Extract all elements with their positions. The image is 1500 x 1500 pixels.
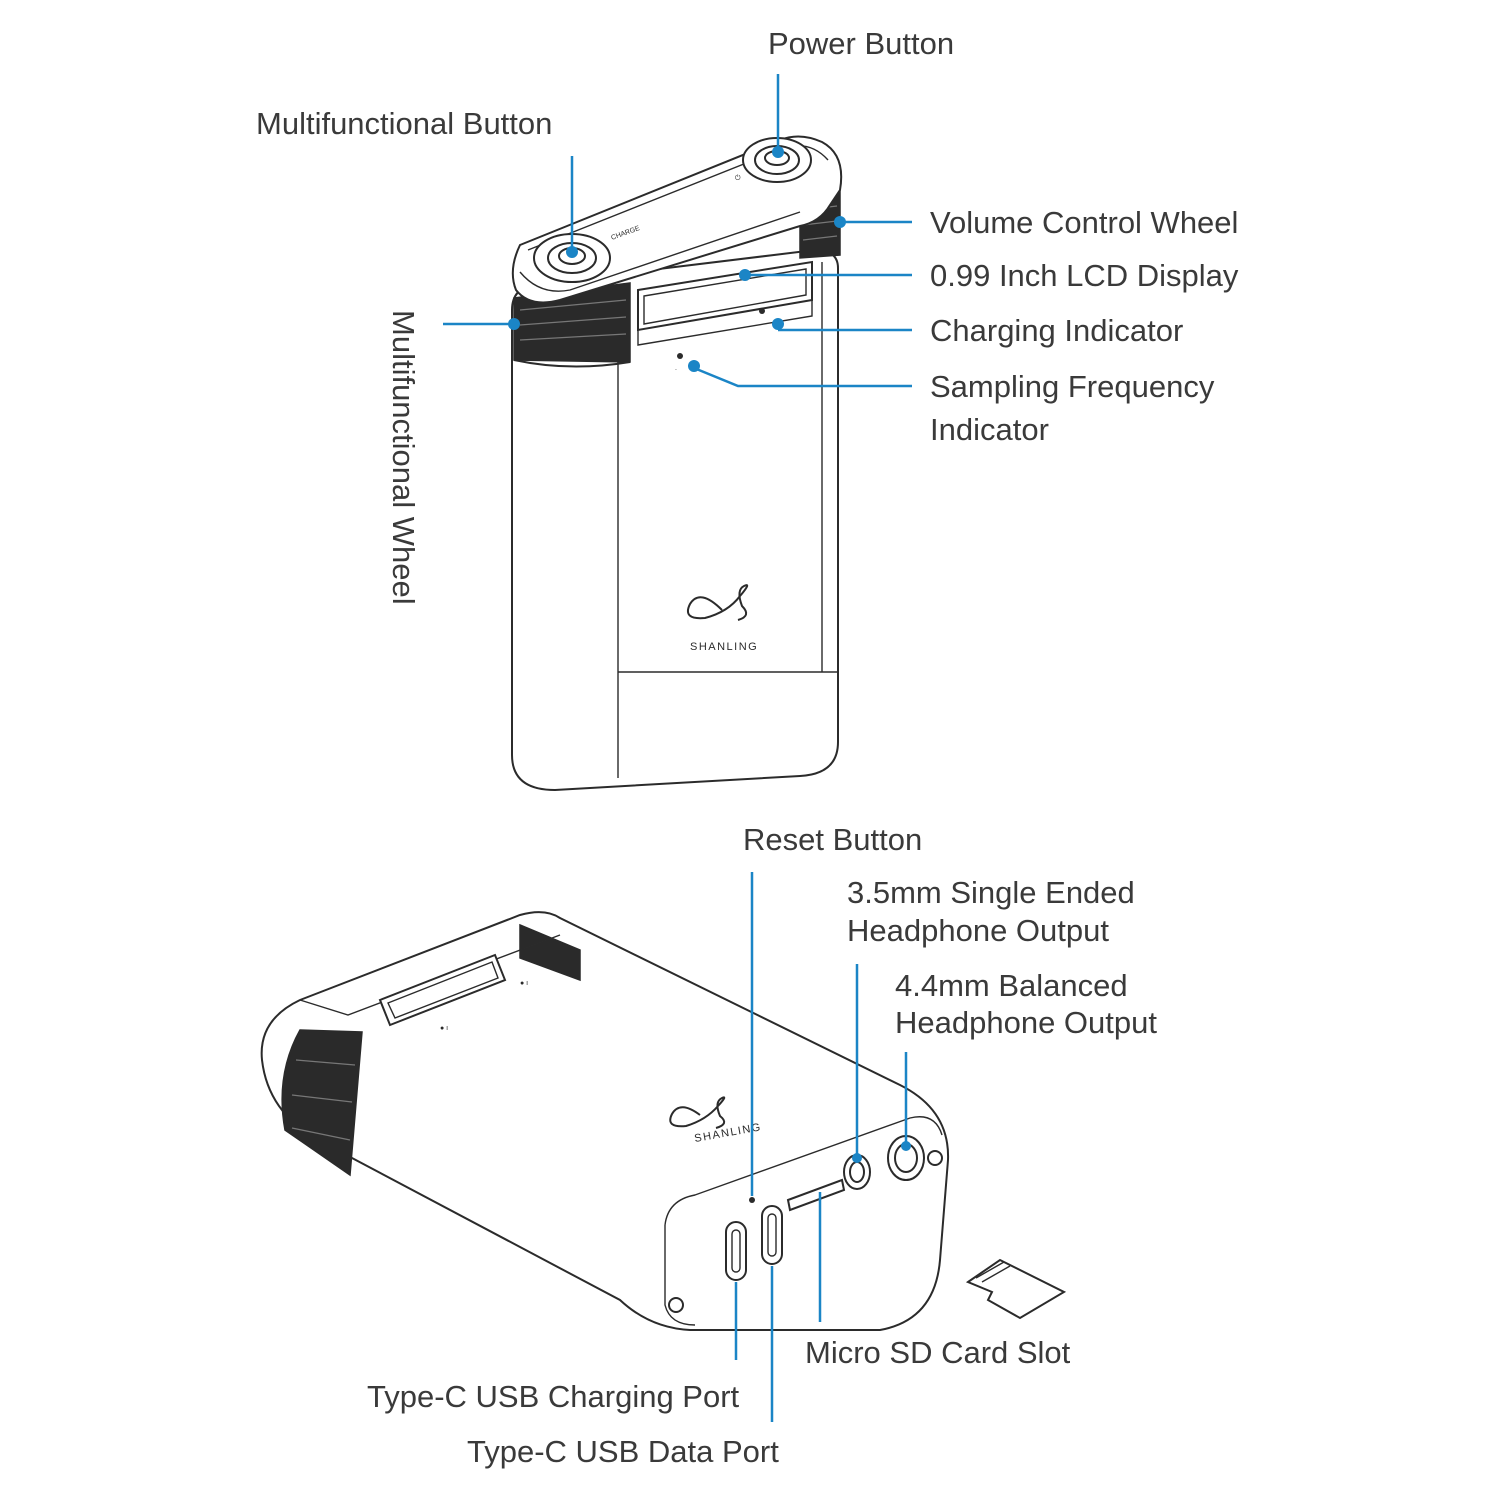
label-usb-data-port: Type-C USB Data Port (467, 1434, 779, 1469)
label-multifunctional-wheel: Multifunctional Wheel (386, 310, 421, 605)
device-lying: ● ı ● ı SHANLING (260, 911, 950, 1331)
leader-sampling-frequency (693, 366, 912, 388)
single-ended-jack-graphic (843, 1154, 871, 1190)
reset-button-graphic (749, 1197, 755, 1203)
label-sampling-frequency-1: Sampling Frequency (930, 369, 1215, 404)
label-balanced-1: 4.4mm Balanced (895, 968, 1128, 1003)
brand-logo: SHANLING (686, 584, 758, 653)
label-multifunctional-button: Multifunctional Button (256, 106, 552, 141)
lying-wheel-graphic (281, 923, 581, 1177)
label-power-button: Power Button (768, 26, 954, 61)
svg-text:● ı: ● ı (520, 980, 528, 987)
label-lcd-display: 0.99 Inch LCD Display (930, 258, 1239, 293)
top-callouts: Power Button Multifunctional Button Volu… (256, 26, 1239, 605)
micro-sd-card (965, 1258, 1067, 1320)
svg-text:.: . (675, 365, 677, 372)
micro-sd-slot-graphic (786, 1178, 846, 1212)
label-single-ended-2: Headphone Output (847, 913, 1109, 948)
label-usb-charging-port: Type-C USB Charging Port (367, 1379, 740, 1414)
svg-text:⏻: ⏻ (735, 174, 741, 182)
power-button-graphic (742, 137, 812, 183)
label-single-ended-1: 3.5mm Single Ended (847, 875, 1135, 910)
lcd-display-graphic (637, 260, 813, 346)
sampling-frequency-indicator-graphic (677, 353, 683, 359)
usb-charging-port-graphic (725, 1221, 747, 1281)
svg-text:SHANLING: SHANLING (690, 641, 758, 653)
bottom-callouts: Reset Button 3.5mm Single Ended Headphon… (367, 822, 1157, 1469)
label-micro-sd-slot: Micro SD Card Slot (805, 1335, 1071, 1370)
charging-indicator-graphic (759, 308, 765, 314)
svg-text:● ı: ● ı (440, 1025, 448, 1032)
label-balanced-2: Headphone Output (895, 1005, 1157, 1040)
usb-data-port-graphic (761, 1205, 783, 1265)
device-upright: CHARGE ⏻ . SHANLING (511, 135, 843, 792)
label-charging-indicator: Charging Indicator (930, 313, 1183, 348)
label-volume-control-wheel: Volume Control Wheel (930, 205, 1238, 240)
label-reset-button: Reset Button (743, 822, 922, 857)
label-sampling-frequency-2: Indicator (930, 412, 1049, 447)
